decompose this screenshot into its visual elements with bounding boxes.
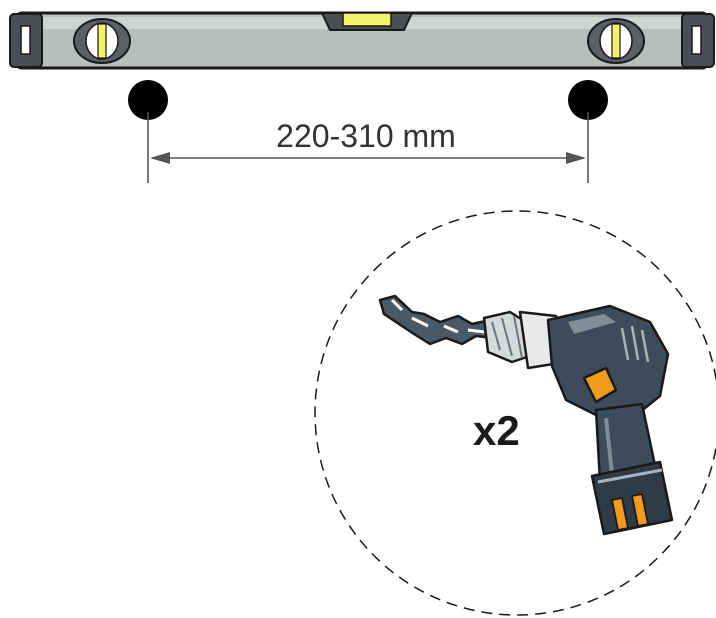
spirit-level-icon (9, 11, 715, 70)
spacing-label: 220-310 mm (276, 118, 456, 154)
quantity-label: x2 (473, 407, 520, 454)
dimension-line (147, 112, 589, 183)
drill-hole-mark-left (128, 80, 168, 120)
drill-icon (378, 294, 674, 536)
drill-hole-mark-right (568, 80, 608, 120)
detail-circle (314, 210, 716, 616)
